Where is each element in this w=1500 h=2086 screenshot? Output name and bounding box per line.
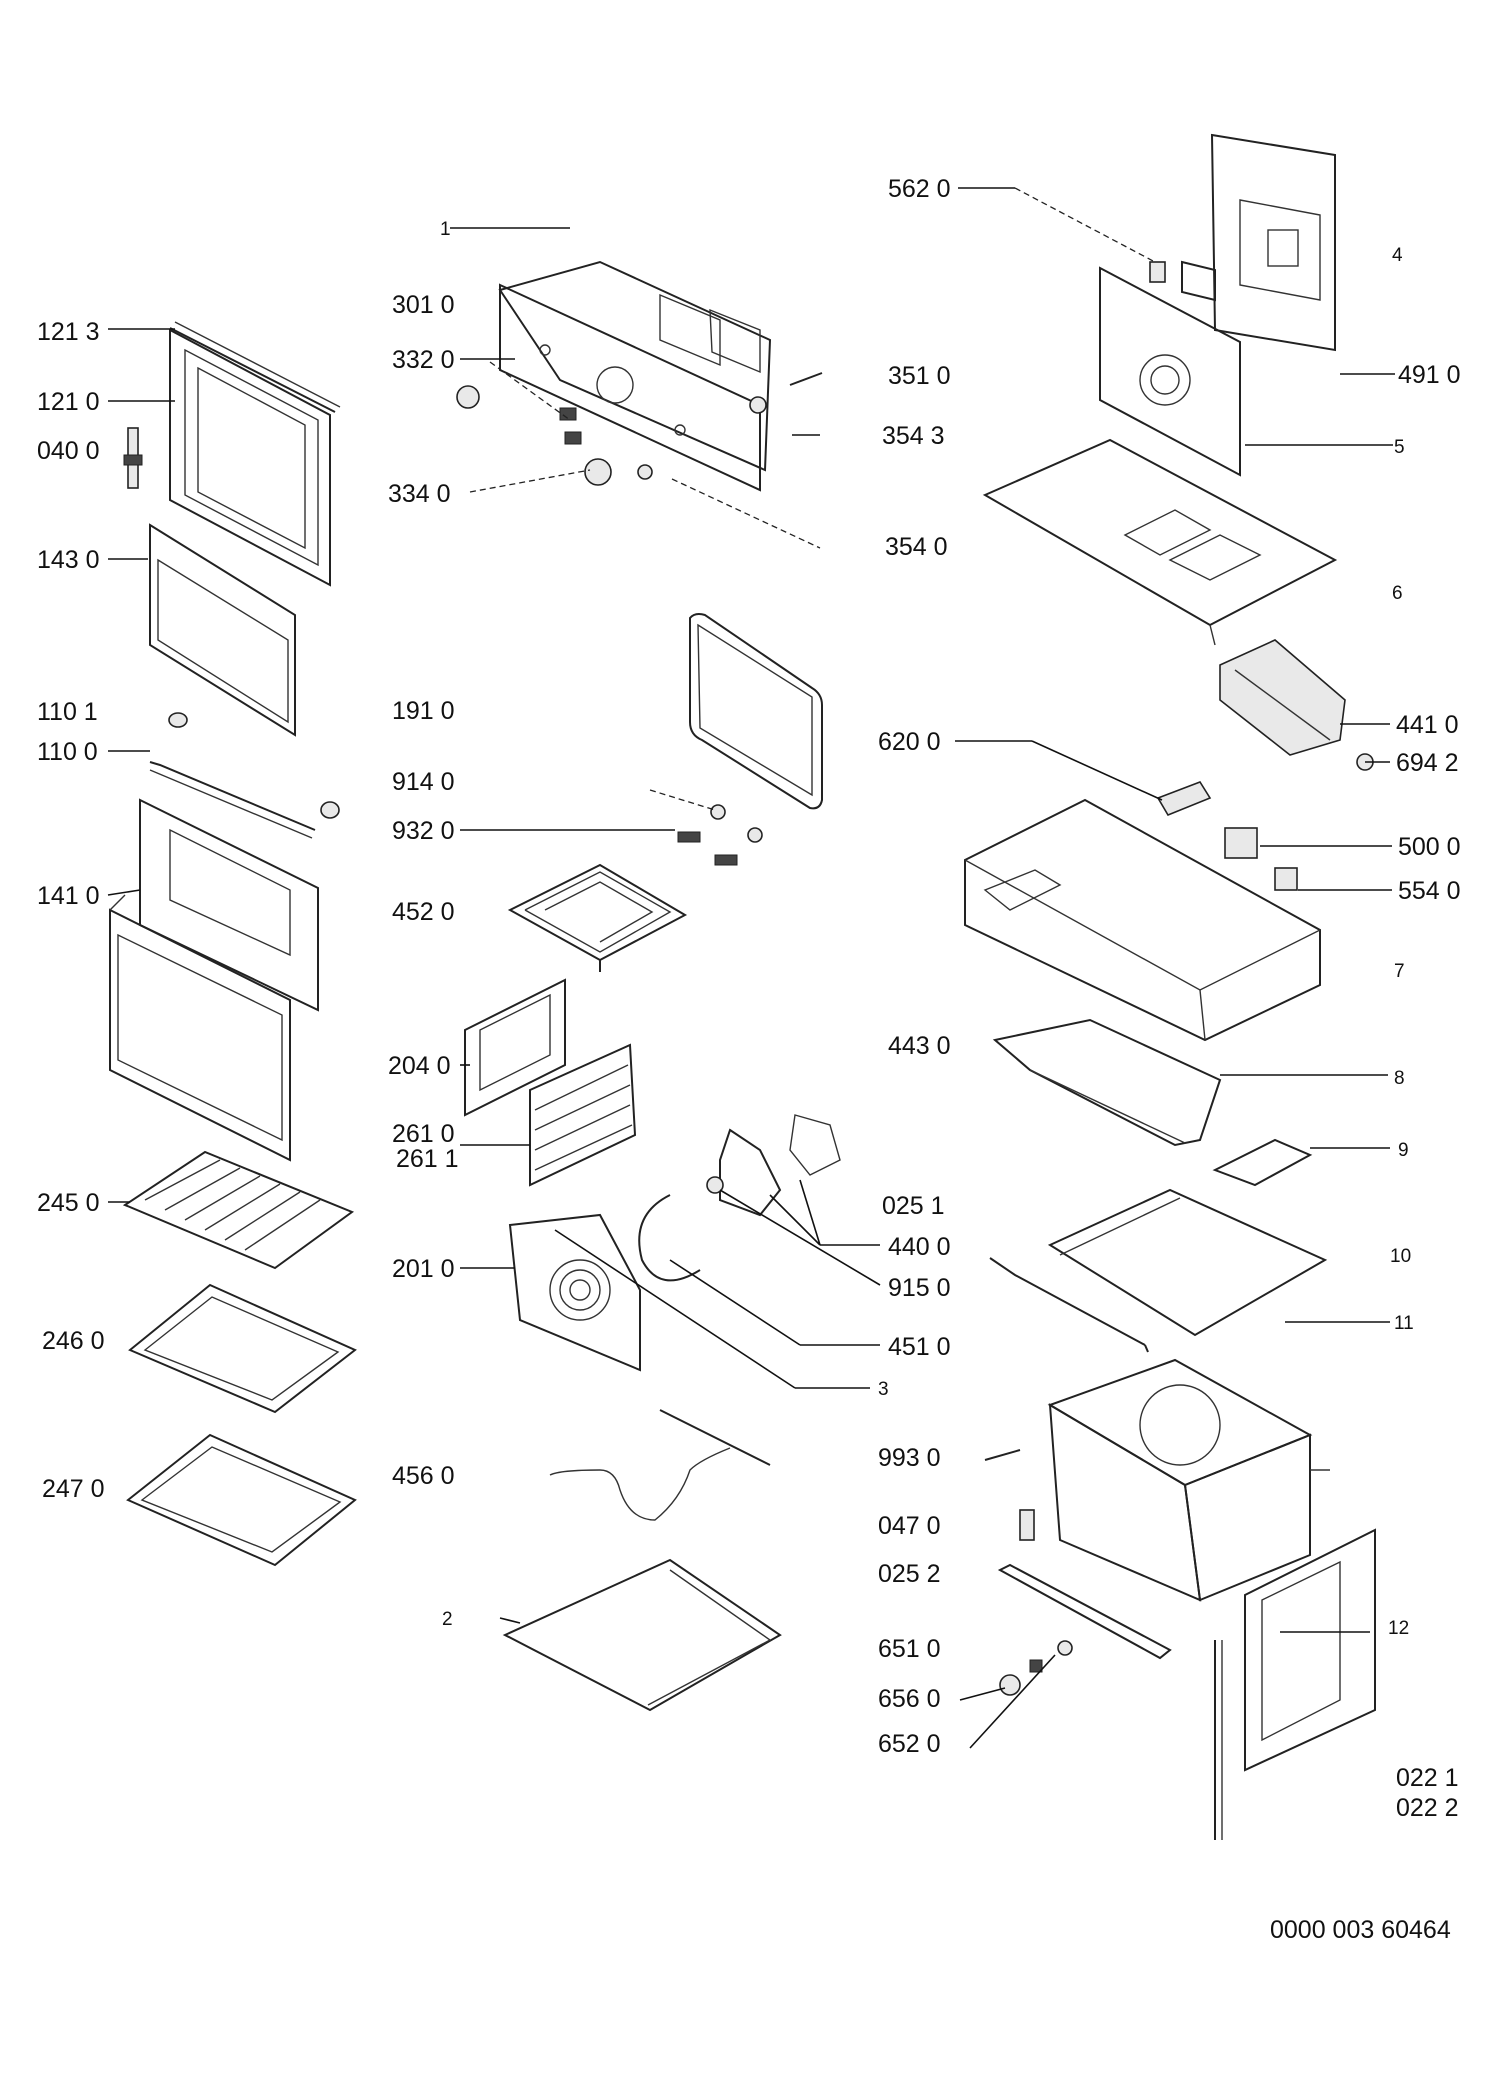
label-6560: 656 0 <box>878 1685 941 1713</box>
side-panel-204 <box>464 978 566 1117</box>
top-plate-6 <box>982 438 1338 646</box>
label-9: 9 <box>1398 1140 1409 1161</box>
label-4410: 441 0 <box>1396 711 1459 739</box>
label-0222: 022 2 <box>1396 1794 1459 1822</box>
label-4: 4 <box>1392 245 1403 266</box>
label-3320: 332 0 <box>392 346 455 374</box>
label-2010: 201 0 <box>392 1255 455 1283</box>
label-5620: 562 0 <box>888 175 951 203</box>
label-6: 6 <box>1392 583 1403 604</box>
label-0252: 025 2 <box>878 1560 941 1588</box>
bottom-trim-0252 <box>997 1563 1172 1660</box>
label-2450: 245 0 <box>37 1189 100 1217</box>
label-2: 2 <box>442 1609 453 1630</box>
outer-door-panel <box>109 894 291 1162</box>
label-4430: 443 0 <box>888 1032 951 1060</box>
control-panel-301 <box>499 283 761 492</box>
heating-element-456 <box>549 1409 771 1521</box>
label-2470: 247 0 <box>42 1475 105 1503</box>
door-frame-121 <box>169 321 341 587</box>
control-panel-frame-1 <box>498 260 772 472</box>
label-3510: 351 0 <box>888 362 951 390</box>
hinge-110 <box>149 712 340 839</box>
label-1210: 121 0 <box>37 388 100 416</box>
label-2040: 204 0 <box>388 1052 451 1080</box>
door-glass-141 <box>139 798 319 1012</box>
knobs-332-334 <box>456 385 653 486</box>
label-6942: 694 2 <box>1396 749 1459 777</box>
label-4520: 452 0 <box>392 898 455 926</box>
fan-and-ring-element <box>638 1114 841 1282</box>
label-2460: 246 0 <box>42 1327 105 1355</box>
label-3: 3 <box>878 1379 889 1400</box>
label-9320: 932 0 <box>392 817 455 845</box>
label-4510: 451 0 <box>888 1333 951 1361</box>
label-1100: 110 0 <box>37 738 98 766</box>
bracket-9 <box>1212 1138 1313 1187</box>
label-1101: 110 1 <box>37 698 98 726</box>
label-5540: 554 0 <box>1398 877 1461 905</box>
label-5: 5 <box>1394 437 1405 458</box>
label-1910: 191 0 <box>392 697 455 725</box>
tray-246 <box>128 1283 357 1414</box>
label-4400: 440 0 <box>888 1233 951 1261</box>
label-6200: 620 0 <box>878 728 941 756</box>
label-0470: 047 0 <box>878 1512 941 1540</box>
module-491-562 <box>1149 260 1216 302</box>
label-8: 8 <box>1394 1068 1405 1089</box>
label-9150: 915 0 <box>888 1274 951 1302</box>
tray-247 <box>126 1433 357 1567</box>
rails-261 <box>529 1043 637 1187</box>
control-board-tray-7 <box>964 798 1321 1042</box>
back-panel-4 <box>1210 133 1336 352</box>
label-3543: 354 3 <box>882 422 945 450</box>
label-1: 1 <box>440 219 451 240</box>
oven-cavity-12 <box>1047 1358 1330 1602</box>
label-3540: 354 0 <box>885 533 948 561</box>
drawing-number: 0000 003 60464 <box>1270 1916 1451 1944</box>
label-5000: 500 0 <box>1398 833 1461 861</box>
trim-025 <box>989 1257 1149 1353</box>
fan-motor-441 <box>1219 639 1374 771</box>
label-0251: 025 1 <box>882 1192 945 1220</box>
label-6510: 651 0 <box>878 1635 941 1663</box>
label-3340: 334 0 <box>388 480 451 508</box>
switch-351-354 <box>749 372 823 414</box>
label-4560: 456 0 <box>392 1462 455 1490</box>
inner-glass-143 <box>149 523 296 737</box>
grill-element-452 <box>507 863 688 972</box>
label-2610: 261 0 <box>392 1120 455 1148</box>
label-2611: 261 1 <box>396 1145 459 1173</box>
label-10: 10 <box>1390 1246 1412 1267</box>
label-1410: 141 0 <box>37 882 100 910</box>
bottom-panel-2 <box>502 1558 782 1712</box>
leader-lines <box>107 187 1395 1749</box>
cover-plate-10 <box>1047 1188 1328 1337</box>
lamp-914-932 <box>677 804 763 866</box>
label-6520: 652 0 <box>878 1730 941 1758</box>
rear-panel-201 <box>508 1213 641 1372</box>
duct-8 <box>992 1018 1222 1147</box>
label-4910: 491 0 <box>1398 361 1461 389</box>
label-9140: 914 0 <box>392 768 455 796</box>
label-7: 7 <box>1394 961 1405 982</box>
connector-620 <box>1156 781 1212 817</box>
front-frame-12 <box>1214 1528 1376 1840</box>
label-9930: 993 0 <box>878 1444 941 1472</box>
handle-040 <box>123 427 143 489</box>
label-1213: 121 3 <box>37 318 100 346</box>
components-500-554 <box>1224 827 1298 891</box>
bracket-5 <box>1099 266 1241 477</box>
label-0400: 040 0 <box>37 437 100 465</box>
hinge-parts-993-047 <box>984 1449 1035 1541</box>
label-11: 11 <box>1394 1313 1414 1334</box>
label-12: 12 <box>1388 1618 1410 1639</box>
label-0221: 022 1 <box>1396 1764 1459 1792</box>
lamp-parts-651-652 <box>999 1640 1073 1696</box>
label-1430: 143 0 <box>37 546 100 574</box>
door-seal-191 <box>689 613 823 810</box>
rack-245 <box>122 1150 355 1270</box>
label-3010: 301 0 <box>392 291 455 319</box>
